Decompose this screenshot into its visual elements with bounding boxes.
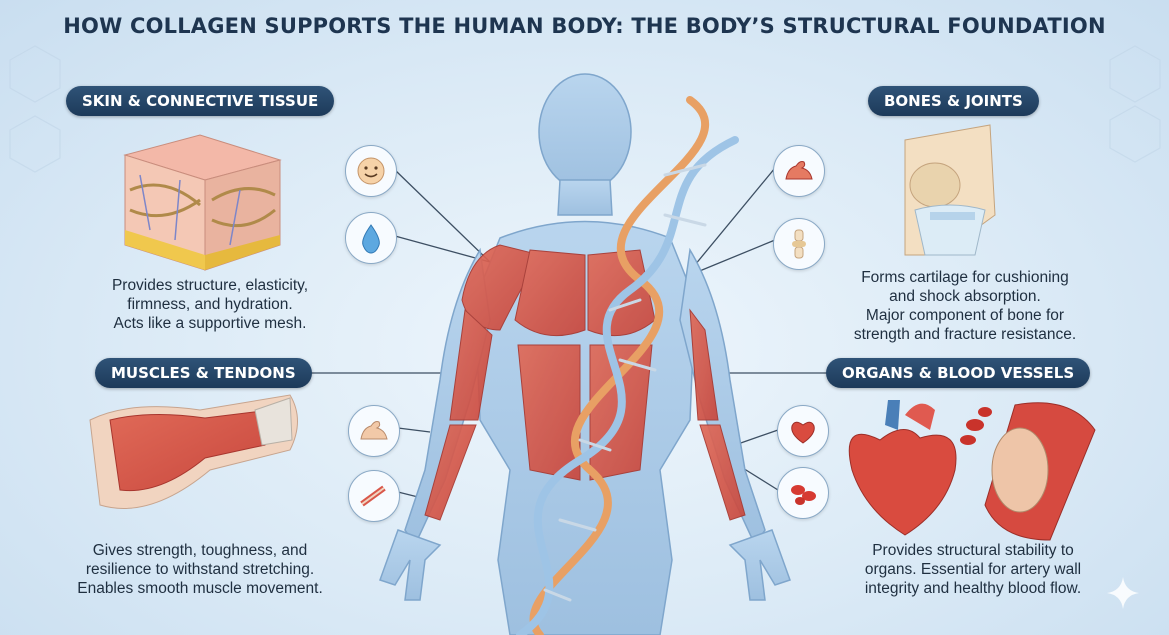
bones-desc-line: and shock absorption. [889, 288, 1041, 305]
skin-description: Provides structure, elasticity, firmness… [60, 276, 360, 333]
bones-description: Forms cartilage for cushioning and shock… [810, 268, 1120, 344]
organs-desc-line: organs. Essential for artery wall [864, 561, 1082, 578]
bones-desc-line: Forms cartilage for cushioning [861, 269, 1069, 286]
page-title: HOW COLLAGEN SUPPORTS THE HUMAN BODY: TH… [63, 14, 1106, 38]
muscles-desc-line: Enables smooth muscle movement. [77, 580, 323, 597]
muscle-arm-icon [348, 405, 400, 457]
organs-description: Provides structural stability to organs.… [818, 541, 1128, 598]
knee-joint-icon [773, 218, 825, 270]
organs-section-label: ORGANS & BLOOD VESSELS [826, 358, 1091, 388]
skin-desc-line: Provides structure, elasticity, [111, 277, 309, 294]
blood-cells-icon [777, 467, 829, 519]
bones-section-label: BONES & JOINTS [868, 86, 1039, 116]
heart-icon [777, 405, 829, 457]
organs-desc-line: Provides structural stability to [872, 542, 1074, 559]
skin-block-illustration [123, 134, 282, 271]
skin-desc-line: Acts like a supportive mesh. [113, 315, 307, 332]
sparkle-icon [1107, 577, 1139, 609]
heart-illustration [848, 400, 957, 536]
smile-face-icon [345, 145, 397, 197]
dna-helix [516, 96, 739, 635]
muscles-section-label: MUSCLES & TENDONS [95, 358, 312, 388]
water-drop-icon [345, 212, 397, 264]
muscles-desc-line: resilience to withstand stretching. [85, 561, 315, 578]
organs-desc-line: integrity and healthy blood flow. [864, 580, 1082, 597]
muscles-desc-line: Gives strength, toughness, and [92, 542, 308, 559]
skin-section-label: SKIN & CONNECTIVE TISSUE [66, 86, 335, 116]
hex-pattern [9, 45, 1161, 173]
bones-desc-line: strength and fracture resistance. [853, 326, 1077, 343]
arm-illustration [89, 394, 298, 509]
skin-desc-line: firmness, and hydration. [127, 296, 293, 313]
bones-desc-line: Major component of bone for [865, 307, 1065, 324]
flexed-arm-icon [773, 145, 825, 197]
muscles-description: Gives strength, toughness, and resilienc… [40, 541, 360, 598]
knee-illustration [904, 124, 996, 256]
tendon-fiber-icon [348, 470, 400, 522]
artery-illustration [960, 402, 1096, 541]
